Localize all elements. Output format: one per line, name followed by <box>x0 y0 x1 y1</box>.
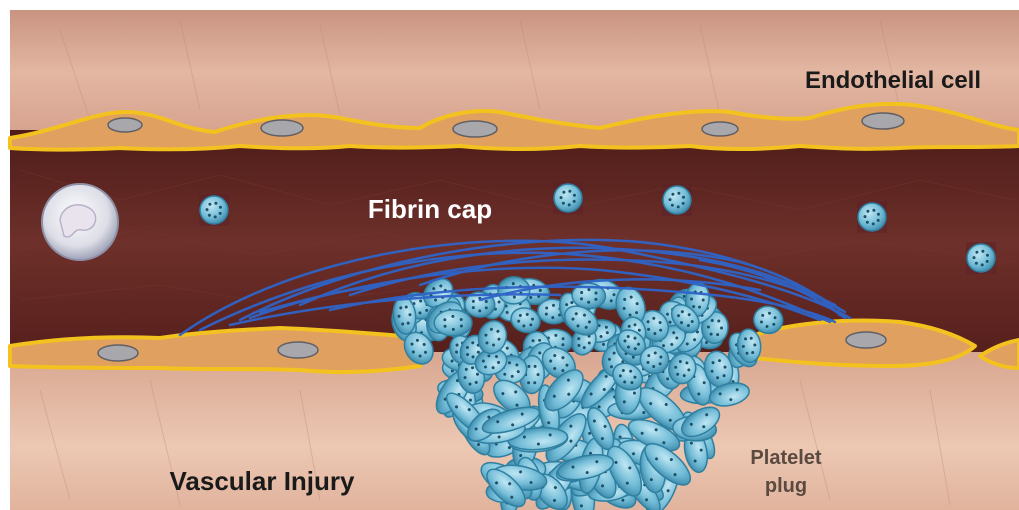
label-platelet-plug-line1: Platelet <box>750 447 821 469</box>
platelet <box>967 244 995 272</box>
label-platelet-plug-line2: plug <box>765 475 807 497</box>
platelet <box>663 186 691 214</box>
platelet <box>858 203 886 231</box>
label-endothelial-cell: Endothelial cell <box>805 67 981 94</box>
white-blood-cell <box>42 184 118 260</box>
platelet <box>434 310 472 336</box>
platelet <box>200 196 228 224</box>
platelet <box>554 184 582 212</box>
label-vascular-injury: Vascular Injury <box>170 466 356 496</box>
label-fibrin-cap: Fibrin cap <box>368 194 492 224</box>
